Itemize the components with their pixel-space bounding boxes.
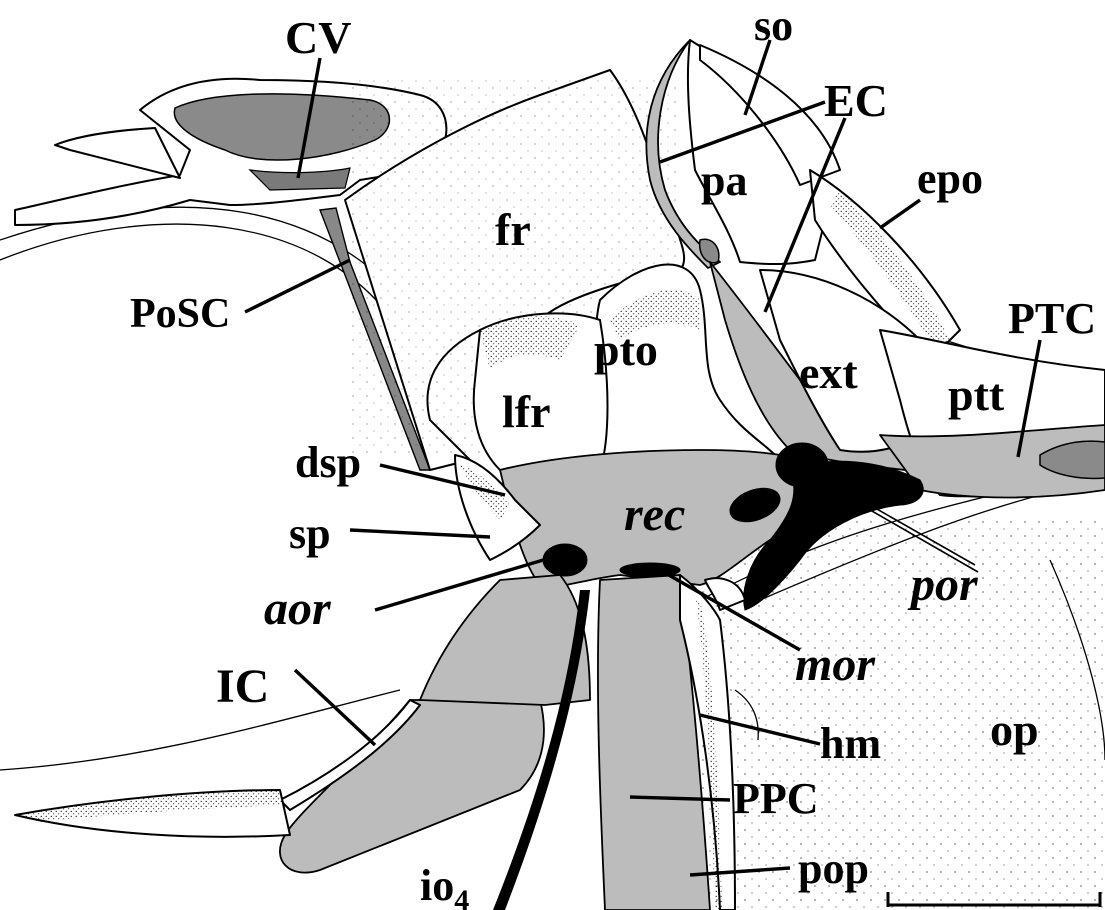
label-fr: fr bbox=[495, 204, 531, 255]
label-lfr: lfr bbox=[502, 386, 551, 437]
label-ext: ext bbox=[799, 347, 858, 398]
parietal-bone bbox=[688, 40, 840, 264]
label-ppc: PPC bbox=[733, 774, 819, 823]
label-pa: pa bbox=[701, 156, 747, 205]
label-pto: pto bbox=[594, 324, 658, 375]
label-so: so bbox=[754, 1, 793, 50]
label-rec: rec bbox=[624, 488, 685, 541]
label-por: por bbox=[907, 558, 979, 611]
label-pop: pop bbox=[798, 844, 869, 893]
label-hm: hm bbox=[820, 719, 881, 768]
label-mor: mor bbox=[795, 638, 876, 691]
label-posc: PoSC bbox=[130, 291, 230, 337]
aor-opening bbox=[543, 544, 587, 576]
label-ec: EC bbox=[824, 75, 888, 126]
label-aor: aor bbox=[264, 582, 332, 635]
label-dsp: dsp bbox=[295, 438, 361, 487]
label-ptc: PTC bbox=[1008, 294, 1096, 343]
label-cv: CV bbox=[285, 12, 351, 63]
label-io4: io4 bbox=[420, 861, 469, 910]
label-ic: IC bbox=[216, 660, 269, 713]
label-op: op bbox=[990, 704, 1039, 755]
label-ptt: ptt bbox=[948, 369, 1005, 420]
ic-canal bbox=[15, 700, 544, 873]
label-epo: epo bbox=[917, 154, 983, 203]
label-sp: sp bbox=[289, 509, 331, 558]
